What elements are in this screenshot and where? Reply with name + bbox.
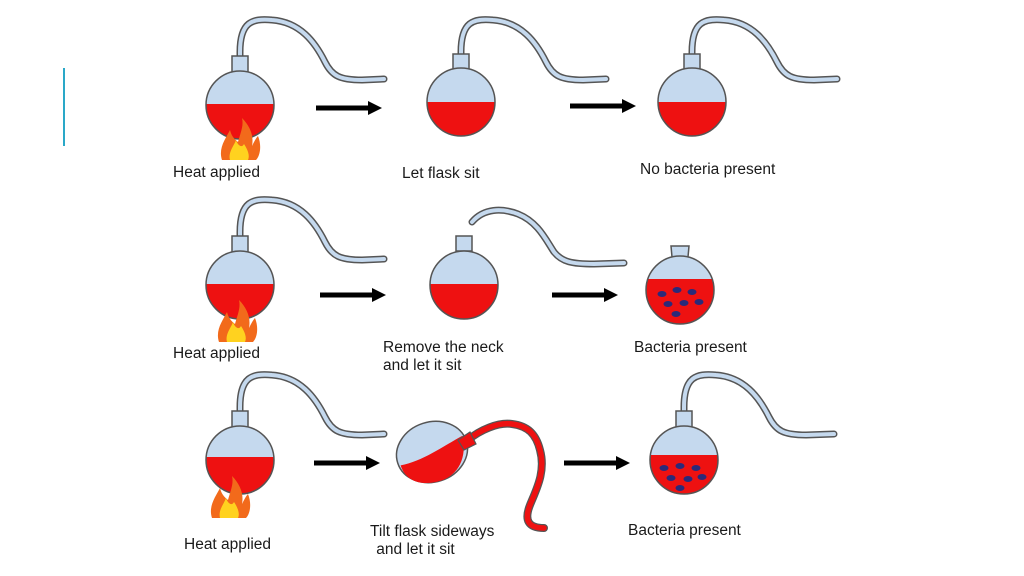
right-arrow-icon xyxy=(564,456,630,470)
row-1-heat-label: Heat applied xyxy=(173,164,260,181)
swan-neck-flask-icon xyxy=(205,371,388,495)
row-3-tilt-label: Tilt flask sideways and let it sit xyxy=(370,523,499,558)
bacteria-cluster xyxy=(659,463,707,491)
open-flask-icon xyxy=(645,245,715,325)
row-3-heat-label: Heat applied xyxy=(184,536,271,553)
fire-icon xyxy=(210,476,251,518)
row-1: Heat applied Let flask sit xyxy=(173,16,841,182)
bacteria-cluster xyxy=(657,287,704,317)
row-3-tilt-label-line2: and let it sit xyxy=(372,541,455,558)
row-3-tilt-label-line1: Tilt flask sideways xyxy=(370,523,495,540)
tilted-flask-icon xyxy=(395,419,548,532)
fire-icon xyxy=(220,118,261,160)
row-3: Heat applied Tilt flask sideways and let… xyxy=(184,371,838,558)
right-arrow-icon xyxy=(316,101,382,115)
swan-neck-flask-icon xyxy=(426,16,610,137)
right-arrow-icon xyxy=(314,456,380,470)
fire-icon xyxy=(217,300,258,342)
swan-neck-flask-icon xyxy=(657,16,841,137)
swan-neck-flask-icon xyxy=(649,371,838,495)
row-2-remove-label-line1: Remove the neck xyxy=(383,339,504,356)
row-1-result-label: No bacteria present xyxy=(640,161,776,178)
swan-neck-flask-icon xyxy=(205,196,388,320)
row-2-result-label: Bacteria present xyxy=(634,339,748,356)
right-arrow-icon xyxy=(570,99,636,113)
row-2-remove-label: Remove the neck and let it sit xyxy=(383,339,508,374)
row-2-heat-label: Heat applied xyxy=(173,345,260,362)
row-1-sit-label: Let flask sit xyxy=(402,165,480,182)
right-arrow-icon xyxy=(320,288,386,302)
slide-accent-bar xyxy=(63,68,65,146)
row-2: Heat applied Remove the neck and let it … xyxy=(173,196,748,374)
broken-neck-flask-icon xyxy=(429,206,628,320)
row-2-remove-label-line2: and let it sit xyxy=(383,357,462,374)
swan-neck-flask-icon xyxy=(205,16,388,140)
row-3-result-label: Bacteria present xyxy=(628,522,742,539)
right-arrow-icon xyxy=(552,288,618,302)
